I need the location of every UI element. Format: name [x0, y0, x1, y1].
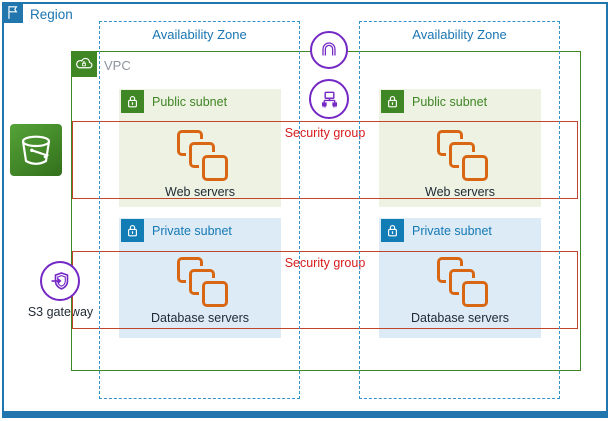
- s3-gateway-icon: [40, 261, 80, 301]
- subnet-label: Public subnet: [412, 95, 488, 109]
- internet-gateway-icon: [310, 31, 348, 69]
- subnet-label: Private subnet: [152, 224, 232, 238]
- public-subnet-lock-icon: [381, 90, 404, 113]
- server-square: [462, 155, 488, 181]
- server-square: [202, 281, 228, 307]
- region-flag-icon: [2, 2, 23, 23]
- router-icon: [309, 79, 349, 119]
- private-subnet-lock-icon: [121, 219, 144, 242]
- server-square: [462, 281, 488, 307]
- security-group-label: Security group: [284, 256, 366, 270]
- server-square: [202, 155, 228, 181]
- private-subnet-lock-icon: [381, 219, 404, 242]
- public-subnet-lock-icon: [121, 90, 144, 113]
- subnet-label: Private subnet: [412, 224, 492, 238]
- vpc-label: VPC: [104, 58, 131, 73]
- vpc-cloud-icon: [71, 51, 97, 77]
- s3-bucket-icon: [10, 124, 62, 176]
- availability-zone-label: Availability Zone: [412, 27, 507, 42]
- availability-zone-left: Availability Zone: [99, 21, 300, 399]
- servers-label: Web servers: [165, 185, 235, 199]
- private-subnet-right: Private subnet Database servers: [379, 218, 541, 338]
- servers-label: Web servers: [425, 185, 495, 199]
- s3-gateway-label: S3 gateway: [27, 305, 94, 319]
- servers-label: Database servers: [411, 311, 509, 325]
- servers-label: Database servers: [151, 311, 249, 325]
- region-label: Region: [30, 7, 73, 22]
- subnet-label: Public subnet: [152, 95, 228, 109]
- availability-zone-right: Availability Zone: [359, 21, 560, 399]
- public-subnet-left: Public subnet Web servers: [119, 89, 281, 207]
- security-group-label: Security group: [284, 126, 366, 140]
- public-subnet-right: Public subnet Web servers: [379, 89, 541, 207]
- availability-zone-label: Availability Zone: [152, 27, 247, 42]
- security-group-web: Security group: [72, 121, 578, 199]
- private-subnet-left: Private subnet Database servers: [119, 218, 281, 338]
